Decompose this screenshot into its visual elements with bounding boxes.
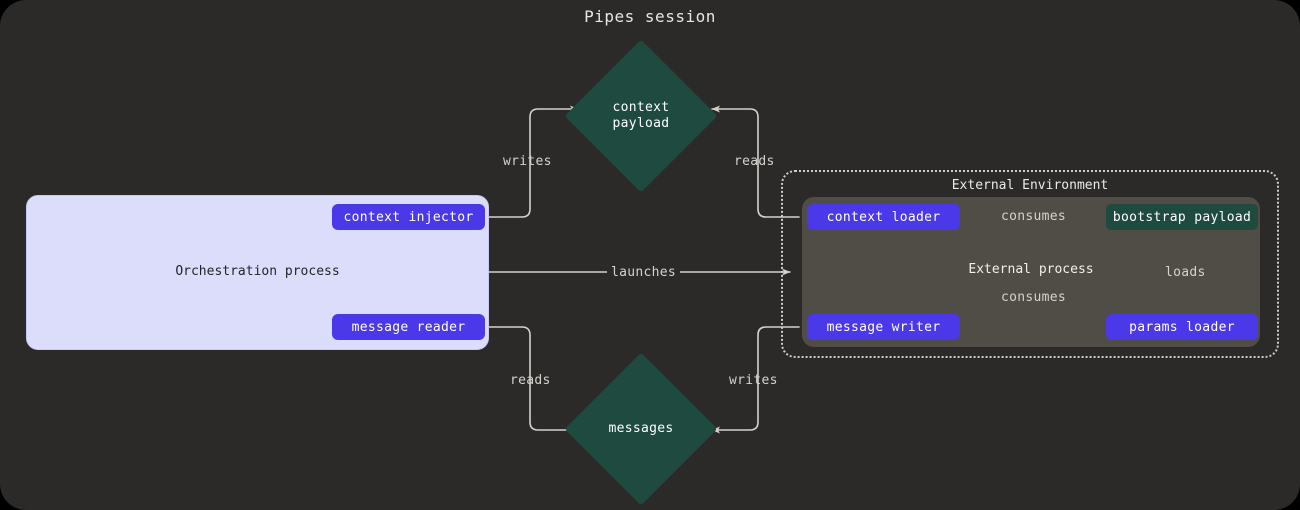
edge-label-reads-context-payload: reads (734, 154, 775, 169)
node-bootstrap-payload[interactable]: bootstrap payload (1106, 204, 1258, 230)
edge-label-consumes-context-loader: consumes (996, 209, 1072, 224)
node-message-reader-label: message reader (351, 319, 466, 335)
node-context-injector-label: context injector (343, 209, 474, 225)
node-params-loader-label: params loader (1129, 319, 1235, 335)
asset-context-payload-label: context payload (612, 100, 670, 131)
external-process-label: External process (968, 262, 1094, 277)
edge-label-writes-context-payload: writes (503, 154, 552, 169)
orchestration-process-label: Orchestration process (175, 264, 340, 279)
external-environment-label: External Environment (951, 178, 1109, 193)
asset-context-payload[interactable]: context payload (564, 39, 718, 193)
node-params-loader[interactable]: params loader (1106, 314, 1258, 340)
external-environment-container: External Environment (781, 170, 1279, 358)
edge-label-reads-messages: reads (510, 373, 551, 388)
edge-label-writes-messages: writes (729, 373, 778, 388)
node-context-loader-label: context loader (826, 209, 941, 225)
edge-label-launches: launches (607, 265, 681, 280)
node-message-writer-label: message writer (826, 319, 941, 335)
node-message-writer[interactable]: message writer (807, 314, 960, 340)
edge-label-consumes-message-writer: consumes (996, 290, 1072, 305)
node-message-reader[interactable]: message reader (332, 314, 485, 340)
asset-messages-label: messages (608, 421, 674, 436)
node-context-loader[interactable]: context loader (807, 204, 960, 230)
node-context-injector[interactable]: context injector (332, 204, 485, 230)
asset-messages[interactable]: messages (564, 352, 718, 506)
node-bootstrap-payload-label: bootstrap payload (1112, 209, 1252, 225)
page-title: Pipes session (584, 7, 716, 26)
edge-label-loads-params-loader: loads (1160, 265, 1211, 280)
